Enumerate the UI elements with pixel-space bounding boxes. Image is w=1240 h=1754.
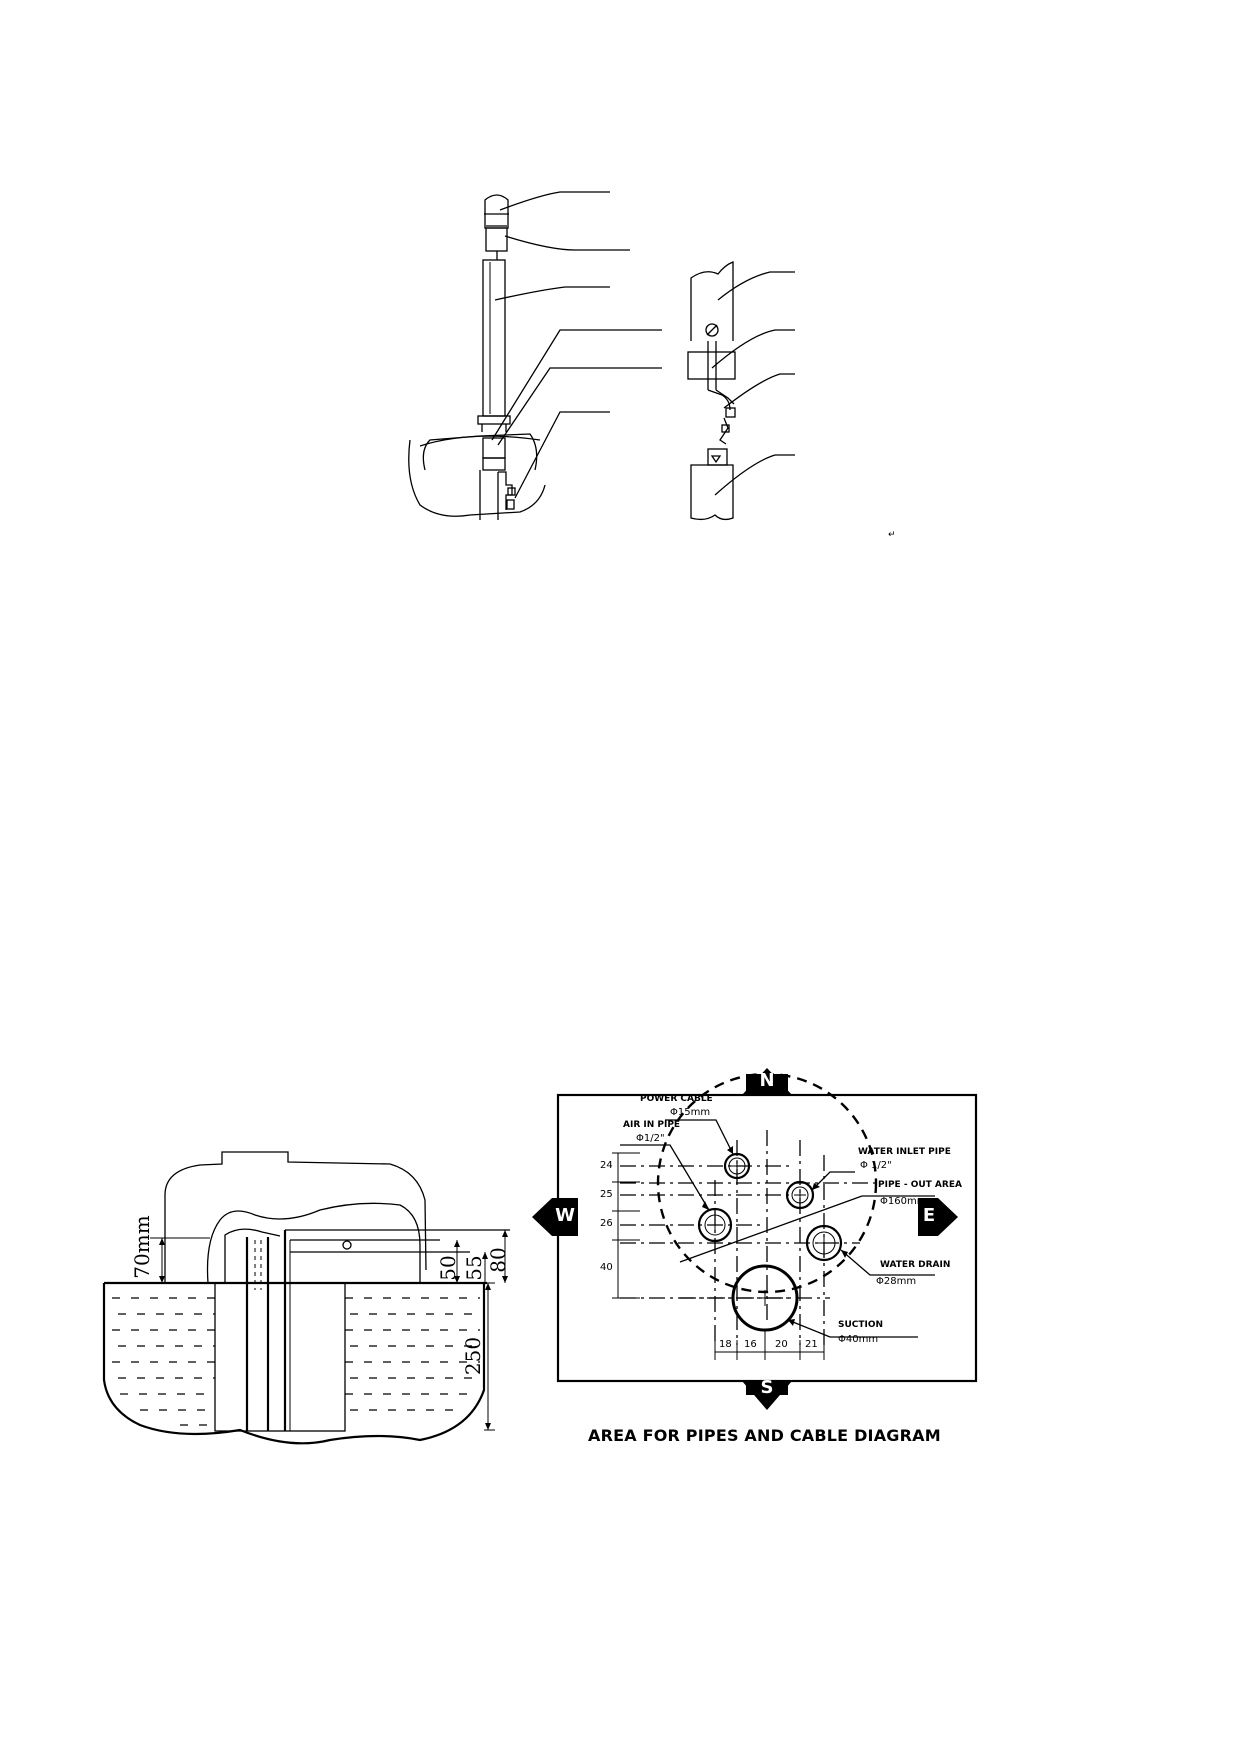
dim-25: 25 — [600, 1189, 613, 1200]
suction-label: SUCTION — [838, 1320, 884, 1330]
suction-size: Φ40mm — [838, 1334, 879, 1345]
compass-south-label: S — [760, 1377, 774, 1398]
dim-20: 20 — [775, 1339, 788, 1350]
dim-55: 55 — [462, 1255, 486, 1281]
dim-24: 24 — [600, 1160, 613, 1171]
dim-18: 18 — [719, 1339, 732, 1350]
pole-assembly-drawing — [408, 191, 662, 520]
power-cable-size: Φ15mm — [670, 1107, 711, 1118]
water-drain-size: Φ28mm — [876, 1276, 917, 1287]
water-inlet-size: Φ 1/2" — [860, 1160, 892, 1171]
dim-50: 50 — [436, 1255, 460, 1281]
diagram-caption: AREA FOR PIPES AND CABLE DIAGRAM — [588, 1426, 941, 1445]
compass-east-label: E — [922, 1205, 936, 1226]
dim-26: 26 — [600, 1218, 613, 1229]
air-in-pipe-label: AIR IN PIPE — [623, 1120, 681, 1130]
connector-detail-drawing: ↵ — [687, 261, 896, 540]
dim-80: 80 — [486, 1247, 510, 1273]
compass-north-label: N — [759, 1070, 775, 1091]
dim-250: 250 — [461, 1336, 485, 1376]
dim-40: 40 — [600, 1262, 613, 1273]
dim-70mm: 70mm — [130, 1215, 154, 1279]
compass-west-label: W — [555, 1205, 575, 1226]
pipe-out-area-size: Φ160mm — [880, 1196, 927, 1207]
svg-text:↵: ↵ — [888, 530, 896, 540]
water-fill-left — [112, 1297, 215, 1426]
water-inlet-pipe-label: WATER INLET PIPE — [858, 1147, 951, 1157]
tank-section-drawing — [102, 1151, 510, 1445]
power-cable-label: POWER CABLE — [640, 1094, 713, 1104]
dim-21: 21 — [805, 1339, 818, 1350]
water-drain-label: WATER DRAIN — [880, 1260, 951, 1270]
dim-16: 16 — [744, 1339, 757, 1350]
air-in-pipe-size: Φ1/2" — [636, 1133, 665, 1144]
pipe-out-area-label: PIPE - OUT AREA — [878, 1180, 962, 1190]
water-fill-right — [345, 1297, 480, 1411]
